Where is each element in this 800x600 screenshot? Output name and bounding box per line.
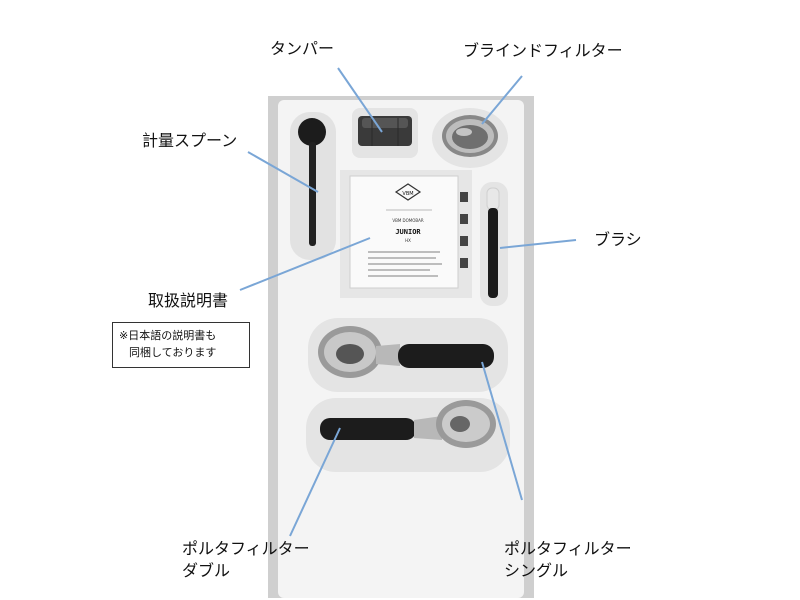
manual-note-box: ※日本語の説明書も 同梱しております	[112, 322, 250, 368]
label-tamper: タンパー	[270, 39, 335, 58]
label-double-line-2: ダブル	[182, 561, 231, 580]
manual-logo: VBM	[402, 191, 413, 197]
label-brush: ブラシ	[594, 230, 642, 249]
label-single-line-1: ポルタフィルター	[504, 539, 632, 558]
label-manual: 取扱説明書	[148, 291, 229, 310]
double-portafilter-item	[318, 326, 494, 378]
label-single-portafilter: ポルタフィルター シングル	[504, 538, 632, 582]
leader-tamper	[337, 67, 383, 133]
label-double-portafilter: ポルタフィルター ダブル	[182, 538, 310, 582]
leader-measuring-spoon	[247, 151, 319, 193]
blind-filter-item	[442, 115, 498, 157]
leader-brush	[499, 239, 577, 249]
leader-manual	[239, 237, 371, 291]
manual-item	[349, 175, 468, 289]
label-measuring-spoon: 計量スプーン	[142, 131, 238, 150]
label-double-line-1: ポルタフィルター	[182, 539, 310, 558]
note-line-2: 同梱しております	[129, 346, 217, 359]
manual-model-sub: HX	[405, 238, 411, 243]
label-blind-filter: ブラインドフィルター	[463, 41, 623, 60]
manual-brand: VBM DOMOBAR	[392, 218, 424, 223]
leader-blind-filter	[481, 75, 523, 125]
manual-model: JUNIOR	[395, 228, 421, 236]
leader-double-portafilter	[289, 427, 341, 537]
measuring-spoon-item	[298, 118, 326, 246]
brush-item	[486, 187, 500, 298]
tamper-item	[358, 116, 412, 146]
note-line-1: ※日本語の説明書も	[119, 329, 217, 342]
single-portafilter-item	[320, 400, 496, 448]
label-single-line-2: シングル	[504, 561, 569, 580]
leader-single-portafilter	[481, 361, 523, 501]
